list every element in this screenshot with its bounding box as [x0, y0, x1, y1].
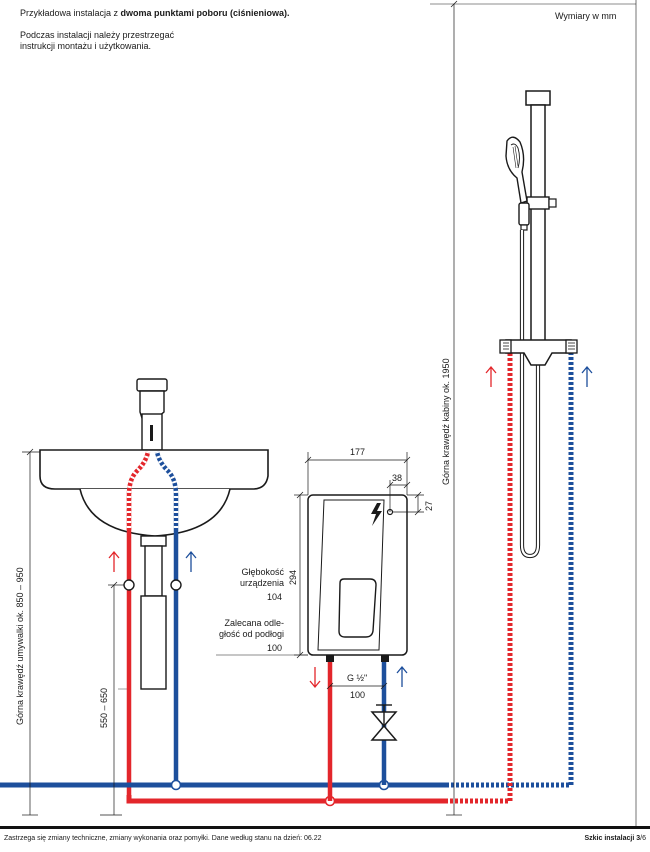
dim-basin-height: [22, 448, 40, 816]
dim-heater-height-label: 294: [288, 570, 298, 585]
depth-value: 104: [266, 592, 282, 602]
dim-cabin-height: [446, 0, 462, 816]
hot-return-pipe: [126, 795, 330, 804]
dim-offset-x-label: 38: [392, 473, 402, 483]
mixer-connector-hot: [499, 339, 512, 354]
cold-tee-basin: [170, 779, 182, 791]
shower-set: [499, 90, 578, 559]
install-note-line1: Podczas instalacji należy przestrzegać: [20, 30, 175, 40]
shower-rail-top: [525, 90, 551, 106]
dim-offset-x: [386, 480, 411, 512]
heater-connector-hot: [326, 655, 334, 662]
dim-cabin-height-label: Górna krawędź kabiny ok. 1950: [441, 358, 451, 485]
footer-page-total: 6: [642, 835, 646, 842]
dim-offset-y-label: 27: [424, 501, 434, 511]
footer-rule: [0, 826, 650, 829]
dim-connector-spacing: [326, 682, 388, 690]
basin-cold-valve: [170, 579, 182, 591]
heater-hot-arrow: [309, 667, 321, 689]
intro-text: Przykładowa instalacja z dwoma punktami …: [20, 8, 290, 19]
footer-disclaimer: Zastrzega się zmiany techniczne, zmiany …: [4, 835, 322, 842]
floor-distance-value: 100: [266, 643, 282, 653]
siphon: [140, 595, 167, 690]
basin-cold-arrow: [185, 550, 197, 572]
mixer-connector-cold: [565, 339, 578, 354]
heater-front-panel: [317, 499, 385, 651]
basin-top: [39, 449, 269, 490]
dim-heater-width: [304, 452, 411, 495]
footer-page-current: 3: [636, 835, 641, 842]
shower-hot-arrow: [485, 365, 497, 387]
units-label: Wymiary w mm: [555, 11, 617, 21]
basin-hot-valve: [123, 579, 135, 591]
water-heater: [307, 494, 408, 662]
install-note-line2: instrukcji montażu i użytkowania.: [20, 41, 152, 51]
drain-pipe: [144, 545, 163, 597]
basin-hot-arrow: [108, 550, 120, 572]
basin-bowl: [79, 488, 231, 537]
washbasin: [39, 378, 269, 690]
heater-connector-cold: [381, 655, 389, 662]
depth-label-line2: urządzenia: [239, 578, 284, 588]
shower-mixer: [505, 339, 572, 366]
heater-body: [307, 494, 408, 656]
dim-basin-height-label: Górna krawędź umywalki ok. 850 – 950: [15, 567, 25, 725]
heater-cold-arrow: [396, 665, 408, 687]
dim-offset-y: [393, 491, 424, 516]
dim-thread-label: G ½": [347, 673, 367, 683]
depth-label-line1: Głębokość: [241, 567, 284, 577]
hand-shower: [505, 136, 528, 204]
footer-section-label: Szkic instalacji: [584, 835, 635, 842]
faucet-handle: [136, 378, 168, 392]
dim-connection-height: [100, 581, 124, 816]
shower-cold-arrow: [581, 365, 593, 387]
drain-pipe-top: [140, 535, 167, 547]
shower-slider: [526, 196, 550, 210]
shutoff-valve: [370, 704, 398, 741]
floor-distance-line2: głość od podłogi: [218, 629, 284, 639]
heater-display: [338, 578, 377, 638]
lightning-icon: [371, 503, 382, 526]
dim-connection-height-label: 550 – 650: [99, 688, 109, 728]
footer-page-indicator: Szkic instalacji 3/6: [584, 835, 646, 842]
intro-prefix: Przykładowa instalacja z: [20, 8, 121, 18]
dim-connector-spacing-label: 100: [350, 690, 365, 700]
intro-bold: dwoma punktami poboru (ciśnieniowa).: [120, 8, 290, 18]
shower-rail: [530, 104, 546, 354]
floor-distance-line1: Zalecana odle-: [224, 618, 284, 628]
dim-heater-width-label: 177: [350, 447, 365, 457]
